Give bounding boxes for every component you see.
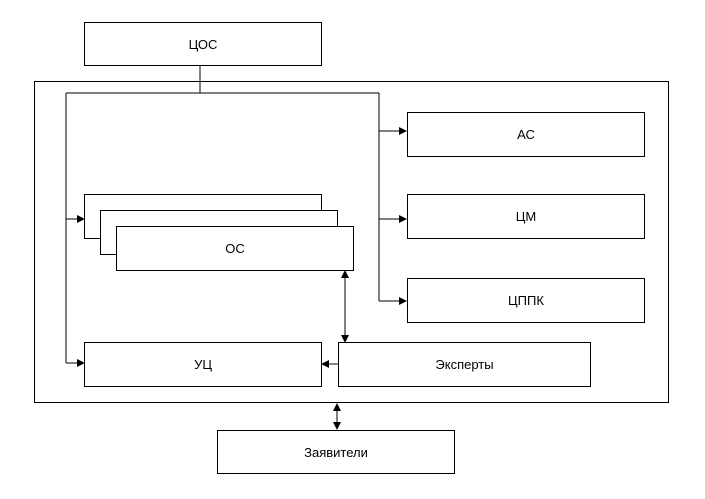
as-label: АС	[517, 127, 535, 142]
tsm-box: ЦМ	[407, 194, 645, 239]
uts-box: УЦ	[84, 342, 322, 387]
system-frame	[34, 81, 669, 403]
tsos-box: ЦОС	[84, 22, 322, 66]
tsppk-label: ЦППК	[508, 293, 544, 308]
tsppk-box: ЦППК	[407, 278, 645, 323]
applicants-box: Заявители	[217, 430, 455, 474]
applicants-label: Заявители	[304, 444, 368, 460]
tsos-label: ЦОС	[188, 36, 218, 52]
experts-box: Эксперты	[338, 342, 591, 387]
uts-label: УЦ	[194, 357, 212, 372]
os-box: ОС	[116, 226, 354, 271]
experts-label: Эксперты	[435, 357, 494, 372]
tsm-label: ЦМ	[515, 209, 537, 224]
as-box: АС	[407, 112, 645, 157]
os-label: ОС	[225, 241, 245, 256]
